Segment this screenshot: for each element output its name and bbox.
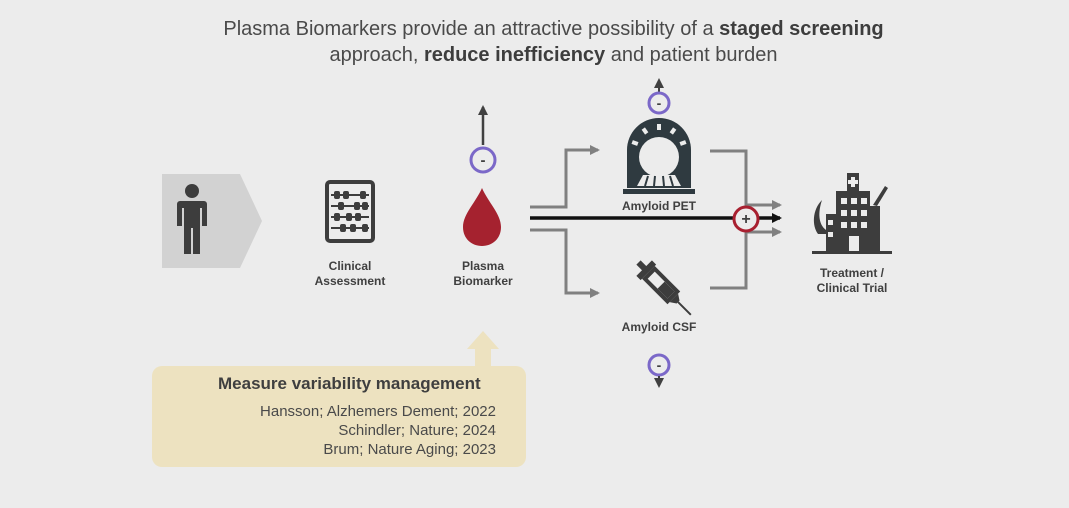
pet-negative-sign: - <box>657 95 662 111</box>
highlight-up-arrow <box>467 331 499 368</box>
plasma-negative-marker: - <box>469 146 497 174</box>
title-text-3: and patient burden <box>605 44 778 66</box>
plasma-label-line2: Biomarker <box>453 274 513 288</box>
csf-to-treatment-arrow <box>710 227 782 290</box>
abacus-icon <box>325 180 375 243</box>
plasma-biomarker-label: Plasma Biomarker <box>433 259 533 289</box>
pet-scanner-icon <box>623 118 695 194</box>
positive-sign: + <box>741 211 750 228</box>
reference-item: Schindler; Nature; 2024 <box>338 422 496 439</box>
blood-drop-icon <box>463 188 501 246</box>
branch-to-csf-arrow <box>530 228 600 298</box>
treatment-label-line2: Clinical Trial <box>816 281 888 295</box>
references-box: Measure variability management Hansson; … <box>152 366 526 467</box>
clinical-label-line2: Assessment <box>314 274 386 288</box>
title-text-2: approach, <box>329 44 424 66</box>
slide-title: Plasma Biomarkers provide an attractive … <box>0 16 1069 68</box>
reference-item: Brum; Nature Aging; 2023 <box>323 441 496 458</box>
plasma-label-line1: Plasma <box>461 259 505 273</box>
pet-to-treatment-arrow <box>710 149 782 210</box>
title-text-1: Plasma Biomarkers provide an attractive … <box>223 18 720 40</box>
positive-marker: + <box>732 205 760 233</box>
treatment-label: Treatment / Clinical Trial <box>799 266 905 296</box>
clinical-label-line1: Clinical <box>328 259 372 273</box>
hospital-icon <box>812 173 892 254</box>
csf-negative-marker: - <box>647 353 671 377</box>
person-icon <box>177 184 207 254</box>
amyloid-csf-label: Amyloid CSF <box>621 320 697 334</box>
clinical-assessment-label: Clinical Assessment <box>300 259 400 289</box>
plasma-negative-sign: - <box>481 152 486 169</box>
reference-item: Hansson; Alzhemers Dement; 2022 <box>260 403 496 420</box>
title-bold-2: reduce inefficiency <box>423 44 606 66</box>
branch-to-pet-arrow <box>530 145 600 209</box>
references-heading: Measure variability management <box>218 374 481 393</box>
amyloid-pet-label: Amyloid PET <box>621 199 696 213</box>
csf-negative-sign: - <box>657 357 662 373</box>
treatment-label-line1: Treatment / <box>819 266 885 280</box>
pet-negative-marker: - <box>647 91 671 115</box>
title-bold-1: staged screening <box>719 18 884 40</box>
syringe-icon <box>636 260 692 316</box>
